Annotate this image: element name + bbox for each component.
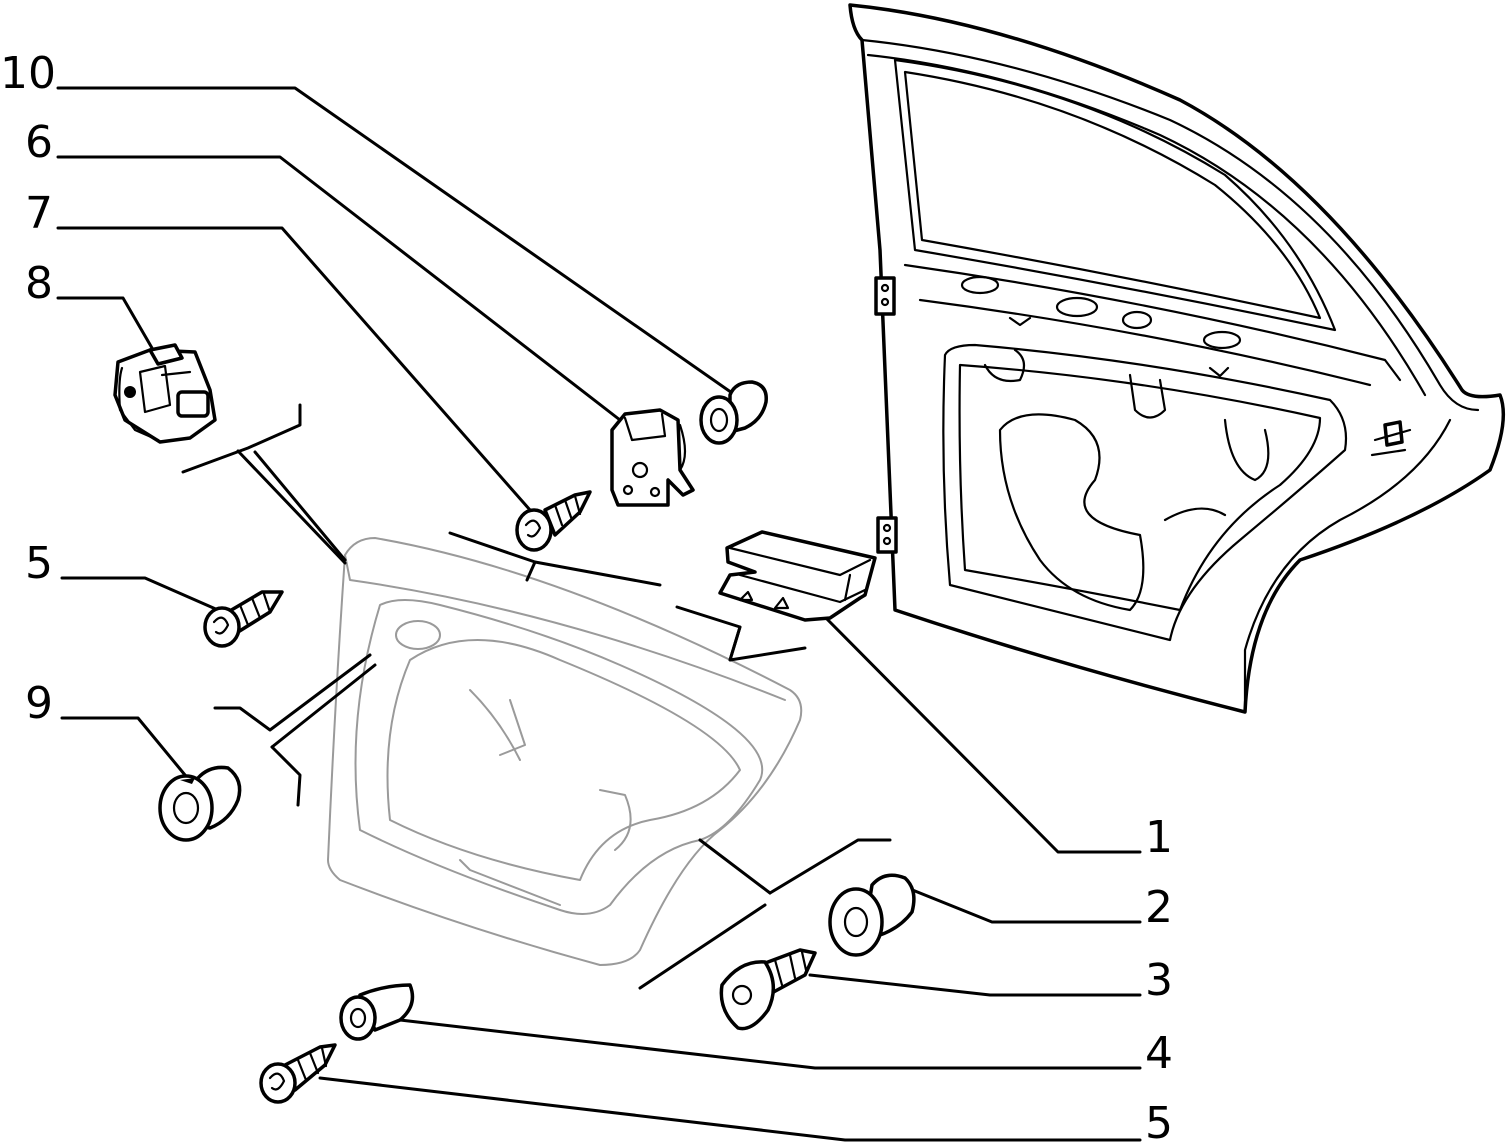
assembly-guide-lines xyxy=(181,403,892,990)
callout-10: 10 xyxy=(0,48,56,99)
door-shell xyxy=(848,3,1506,714)
part-3-screw-washer xyxy=(719,948,817,1031)
callout-8: 8 xyxy=(25,258,53,309)
callout-labels: 10 6 7 8 5 9 1 2 3 4 5 xyxy=(0,48,1173,1143)
part-6-spring-clip xyxy=(610,408,695,507)
part-2-plug xyxy=(828,873,916,957)
part-7-screw xyxy=(515,490,592,552)
callout-3: 3 xyxy=(1145,955,1173,1006)
part-8-clip-block xyxy=(113,343,217,444)
callout-5-upper: 5 xyxy=(25,538,53,589)
part-5-screw-upper xyxy=(203,590,284,648)
part-4-nut xyxy=(339,983,415,1041)
callout-7: 7 xyxy=(25,188,53,239)
callout-6: 6 xyxy=(25,117,53,168)
callout-1: 1 xyxy=(1145,812,1173,863)
callout-5-lower: 5 xyxy=(1145,1098,1173,1143)
part-1-bracket xyxy=(718,530,877,622)
part-5-screw-lower xyxy=(259,1043,337,1104)
callout-4: 4 xyxy=(1145,1028,1173,1079)
door-trim-panel xyxy=(327,537,803,966)
callout-9: 9 xyxy=(25,678,53,729)
callout-2: 2 xyxy=(1145,882,1173,933)
part-10-grommet xyxy=(699,380,768,445)
part-9-push-button xyxy=(158,765,242,842)
callout-leaders xyxy=(56,86,1142,1142)
